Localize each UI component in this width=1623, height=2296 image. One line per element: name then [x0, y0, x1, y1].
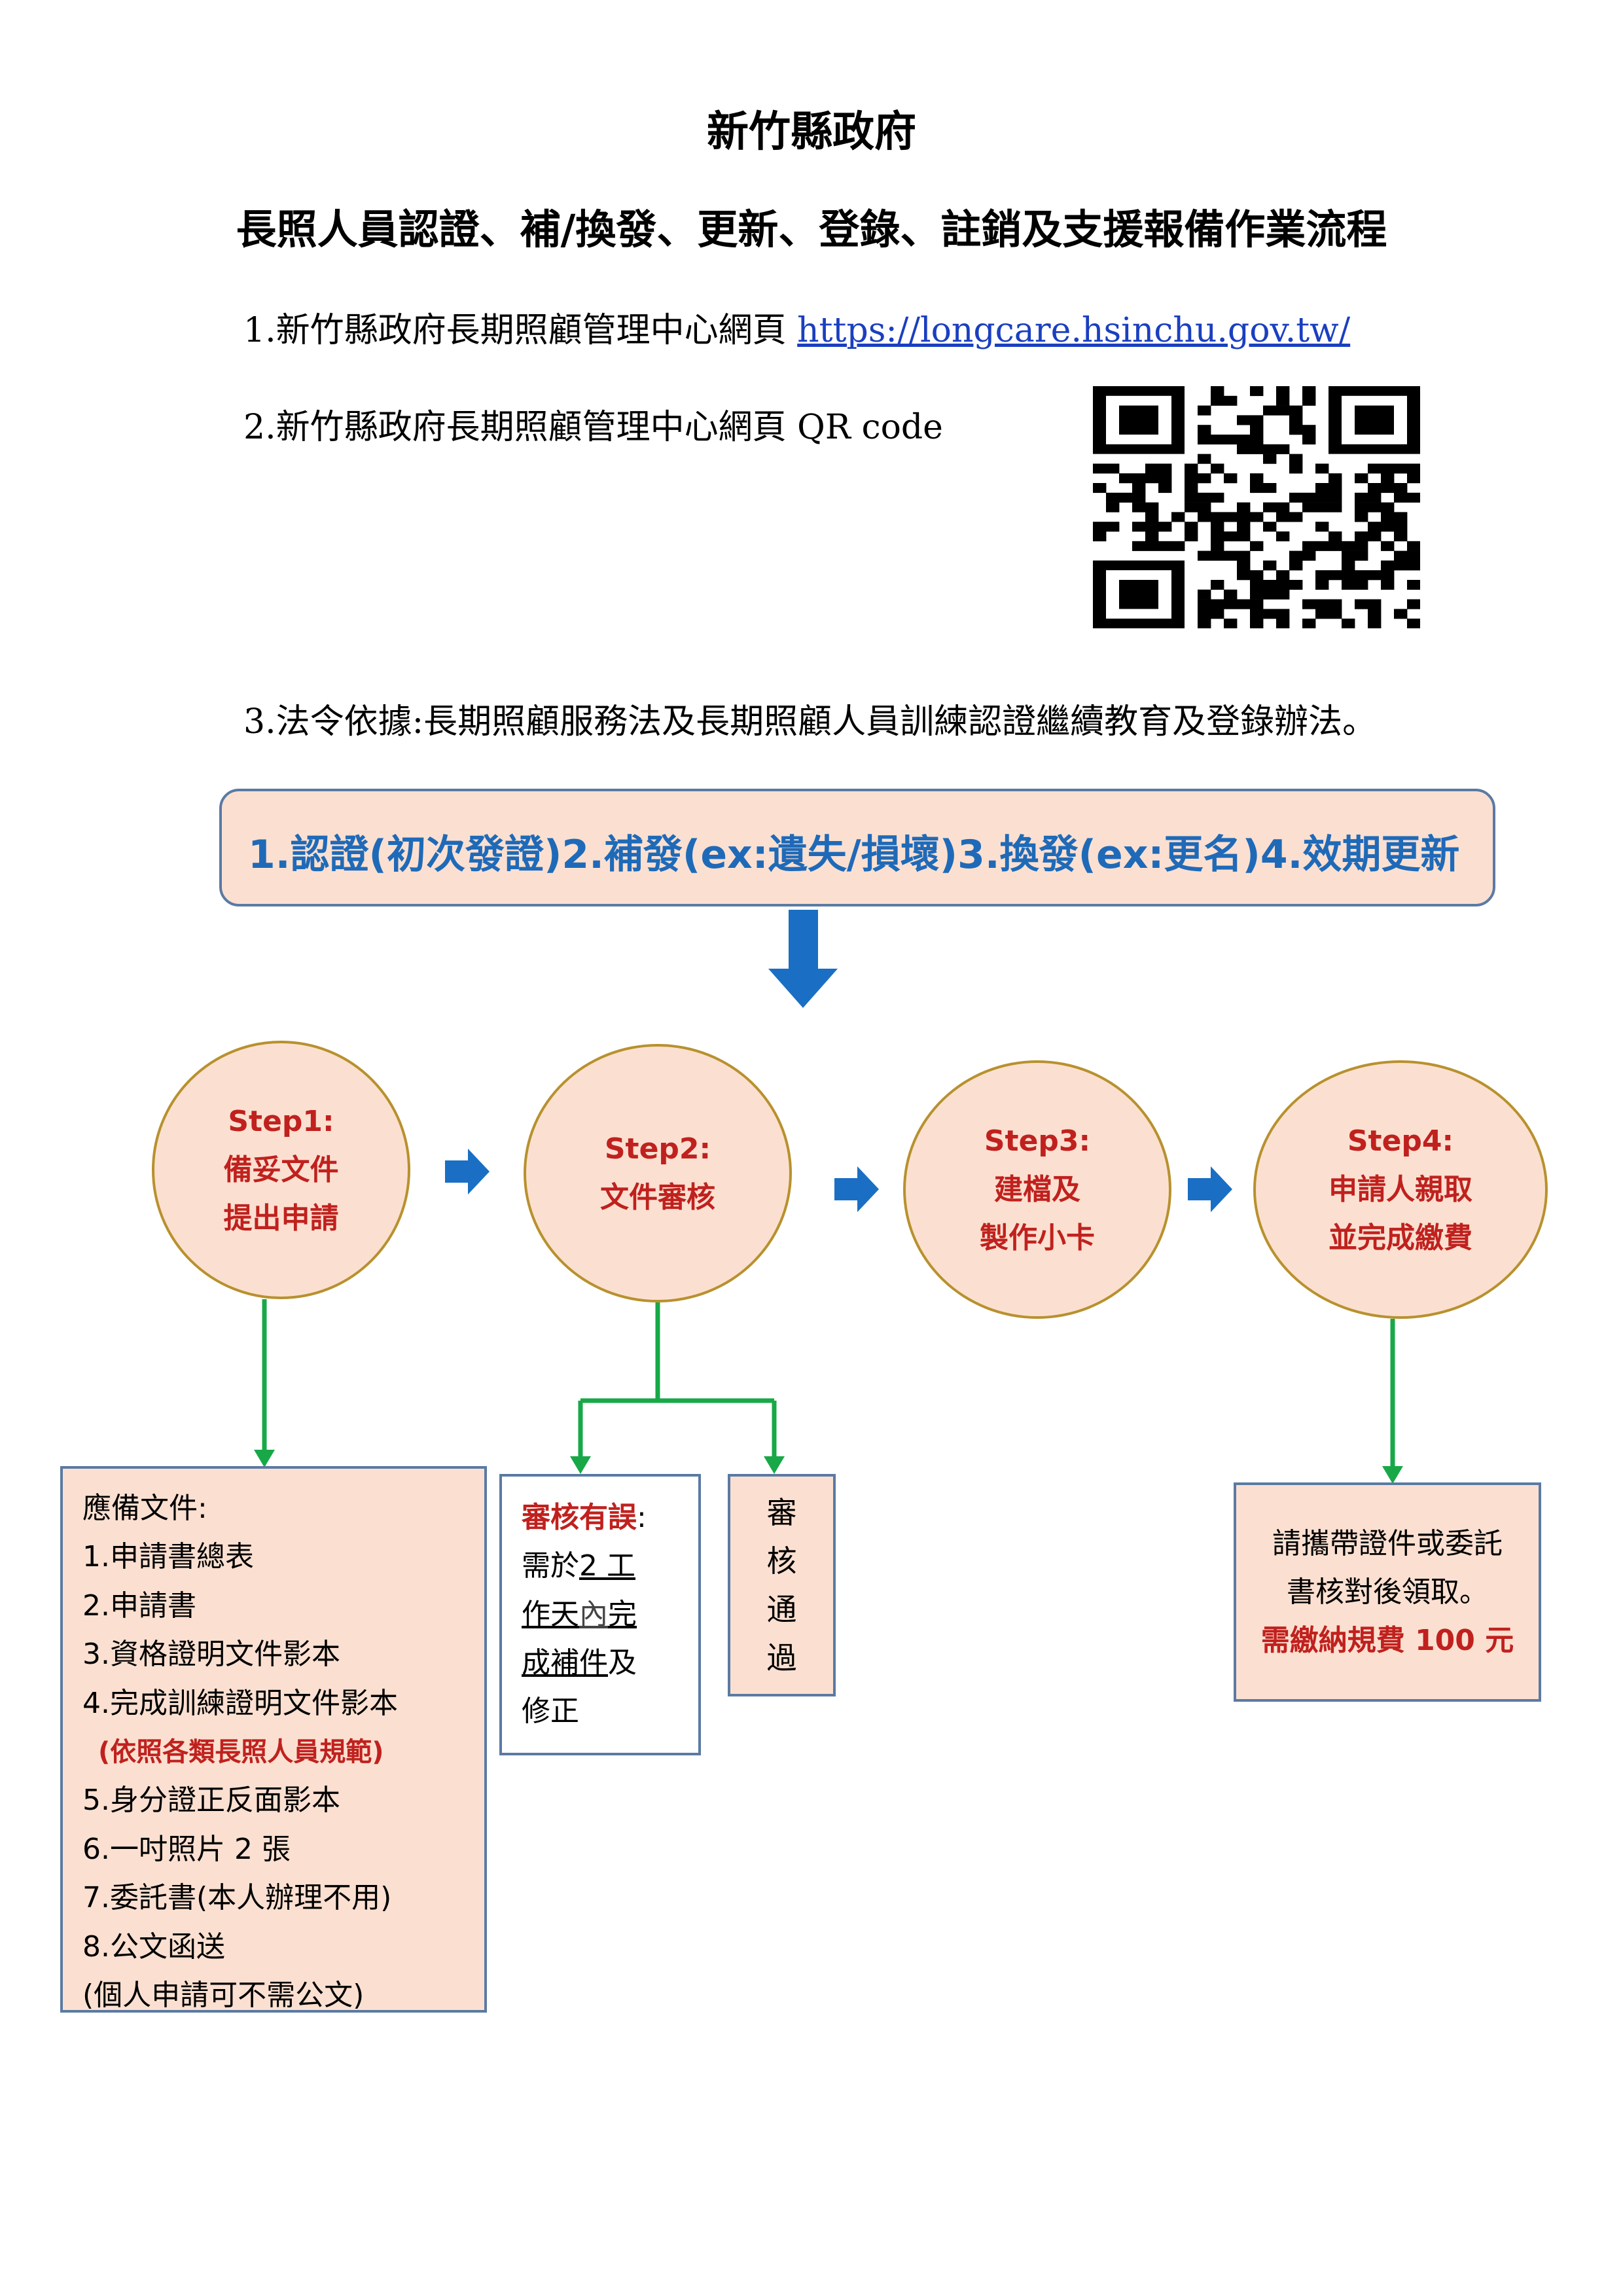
service-types-text: 1.認證(初次發證)2.補發(ex:遺失/損壞)3.換發(ex:更名)4.效期更… [248, 832, 1460, 878]
website-link[interactable]: https://longcare.hsinchu.gov.tw/ [797, 311, 1351, 350]
step-3-circle: Step3: 建檔及 製作小卡 [903, 1060, 1171, 1319]
info-line-3: 3.法令依據:長期照顧服務法及長期照顧人員訓練認證繼續教育及登錄辦法。 [243, 702, 1377, 742]
document-item: 6.一吋照片 2 張 [82, 1832, 291, 1866]
page-title: 長照人員認證、補/換發、更新、登錄、註銷及支援報備作業流程 [236, 206, 1387, 253]
right-arrow-icon [1188, 1166, 1232, 1212]
document-item: 5.身分證正反面影本 [82, 1784, 340, 1818]
step-2-label: Step2: [604, 1132, 711, 1166]
pickup-line-1: 請攜帶證件或委託 [1272, 1526, 1503, 1560]
step-4-line-2: 並完成繳費 [1329, 1221, 1472, 1255]
review-error-box: 審核有誤: 需於2 工 作天內完 成補件及 修正 [499, 1474, 701, 1755]
required-documents-box: 應備文件: 1.申請書總表 2.申請書 3.資格證明文件影本 4.完成訓練證明文… [60, 1466, 487, 2013]
step-1-line-2: 提出申請 [223, 1201, 339, 1235]
step-1-label: Step1: [228, 1104, 334, 1138]
down-arrow-icon [768, 910, 838, 1008]
step-1-circle: Step1: 備妥文件 提出申請 [152, 1041, 410, 1299]
step-4-line-1: 申請人親取 [1329, 1172, 1472, 1206]
down-arrowhead-icon [1382, 1466, 1403, 1484]
info-line-1-text: 1.新竹縣政府長期照顧管理中心網頁 [243, 311, 787, 350]
qr-code-image [1093, 386, 1420, 628]
info-line-2: 2.新竹縣政府長期照顧管理中心網頁 QR code [243, 408, 943, 447]
step-2-line-1: 文件審核 [600, 1180, 715, 1214]
review-error-line: 修正 [522, 1695, 579, 1728]
document-item: 2.申請書 [82, 1588, 196, 1623]
review-pass-char: 審 [766, 1495, 797, 1530]
step-3-line-2: 製作小卡 [980, 1221, 1095, 1255]
document-item: 3.資格證明文件影本 [82, 1638, 340, 1672]
review-error-heading: 審核有誤: [522, 1501, 647, 1534]
review-pass-char: 核 [766, 1543, 797, 1579]
pickup-box: 請攜帶證件或委託 書核對後領取。 需繳納規費 100 元 [1234, 1482, 1541, 1702]
step-2-circle: Step2: 文件審核 [524, 1044, 792, 1302]
review-error-line: 作天內完 [522, 1598, 637, 1631]
document-item: 4.完成訓練證明文件影本 [82, 1686, 398, 1720]
down-arrowhead-icon [254, 1450, 275, 1467]
info-line-1: 1.新竹縣政府長期照顧管理中心網頁 https://longcare.hsinc… [243, 302, 1350, 351]
document-item: 1.申請書總表 [82, 1540, 254, 1574]
step-1-line-1: 備妥文件 [223, 1153, 339, 1187]
review-pass-box: 審 核 通 過 [728, 1474, 836, 1696]
pickup-line-2: 書核對後領取。 [1287, 1575, 1488, 1609]
document-item: 8.公文函送 [82, 1929, 225, 1964]
document-item: 7.委託書(本人辦理不用) [82, 1881, 392, 1915]
step-4-label: Step4: [1347, 1124, 1454, 1158]
right-arrow-icon [834, 1166, 879, 1212]
step-3-line-1: 建檔及 [994, 1172, 1080, 1206]
page-org-title: 新竹縣政府 [707, 108, 916, 156]
step-3-label: Step3: [984, 1124, 1091, 1158]
document-note: (依照各類長照人員規範) [98, 1737, 384, 1768]
documents-heading: 應備文件: [82, 1492, 207, 1525]
review-error-line: 需於2 工 [522, 1549, 635, 1583]
review-error-line: 成補件及 [522, 1646, 637, 1679]
pickup-fee: 需繳納規費 100 元 [1260, 1623, 1514, 1657]
right-arrow-icon [445, 1149, 490, 1194]
document-item: (個人申請可不需公文) [82, 1979, 365, 2013]
review-pass-char: 過 [766, 1640, 797, 1676]
service-types-banner: 1.認證(初次發證)2.補發(ex:遺失/損壞)3.換發(ex:更名)4.效期更… [219, 789, 1495, 906]
step-4-circle: Step4: 申請人親取 並完成繳費 [1253, 1060, 1548, 1319]
down-arrowhead-icon [570, 1456, 591, 1474]
review-pass-char: 通 [766, 1592, 797, 1627]
down-arrowhead-icon [764, 1456, 785, 1474]
